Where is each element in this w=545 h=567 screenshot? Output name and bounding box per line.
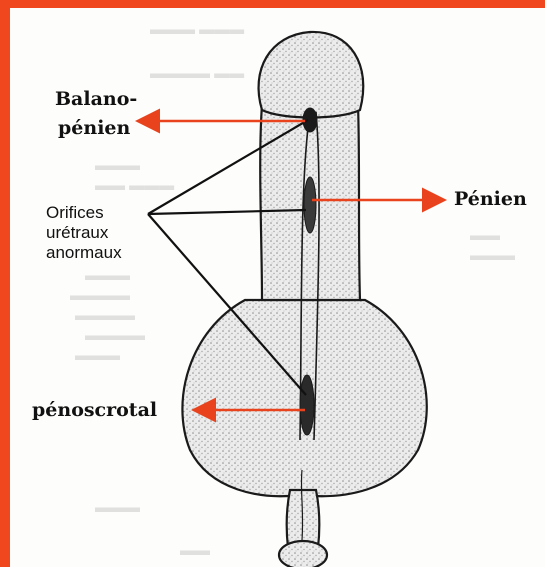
label-penien: Pénien [454, 188, 527, 210]
label-penoscrotal: pénoscrotal [32, 399, 157, 421]
label-orifices-line1: Orifices [46, 203, 104, 222]
svg-text:▬▬▬ ▬▬▬: ▬▬▬ ▬▬▬ [150, 21, 244, 38]
svg-text:▬▬ ▬▬▬: ▬▬ ▬▬▬ [95, 177, 174, 194]
label-orifices-line2: urétraux [46, 223, 109, 242]
svg-text:▬▬▬: ▬▬▬ [95, 157, 140, 174]
svg-text:▬▬▬: ▬▬▬ [470, 247, 515, 264]
anus [279, 541, 327, 567]
label-orifices-line3: anormaux [46, 243, 122, 262]
label-balano-line1: Balano- [55, 88, 137, 110]
svg-text:▬▬▬▬: ▬▬▬▬ [85, 327, 145, 344]
svg-text:▬▬: ▬▬ [470, 227, 500, 244]
svg-text:▬▬▬▬: ▬▬▬▬ [70, 287, 130, 304]
svg-text:▬▬▬: ▬▬▬ [85, 267, 130, 284]
svg-text:▬▬▬▬: ▬▬▬▬ [75, 307, 135, 324]
svg-text:▬▬▬: ▬▬▬ [95, 499, 140, 516]
svg-text:▬▬▬▬ ▬▬: ▬▬▬▬ ▬▬ [150, 65, 244, 82]
svg-text:▬▬▬: ▬▬▬ [75, 347, 120, 364]
label-balano-line2: pénien [58, 117, 130, 139]
glans [259, 32, 364, 118]
svg-text:▬▬: ▬▬ [180, 542, 210, 559]
